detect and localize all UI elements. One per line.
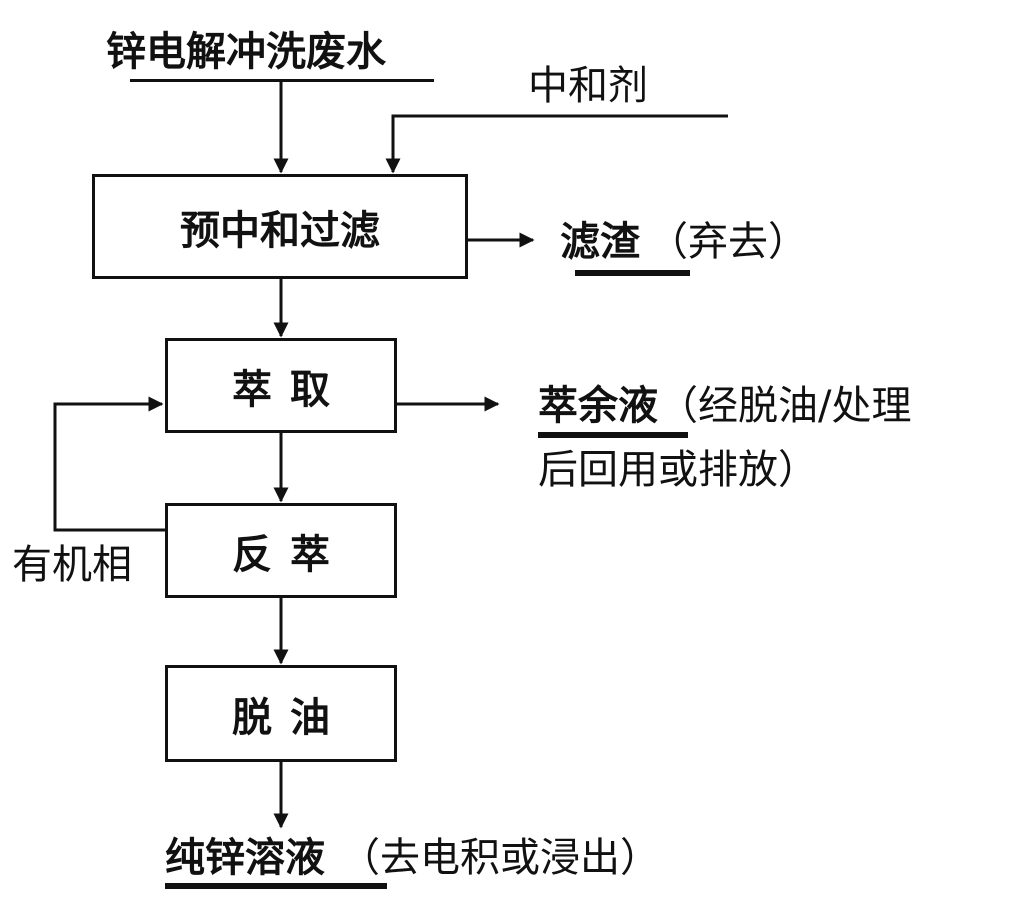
raffinate-note-1: （经脱油/处理 xyxy=(658,383,912,429)
wastewater-underline xyxy=(130,79,434,82)
product-note: （去电积或浸出） xyxy=(340,835,660,881)
raffinate-underline xyxy=(538,432,688,438)
strip-label: 反萃 xyxy=(232,531,348,578)
deoil-box: 脱油 xyxy=(165,665,397,762)
arrow-organic-recycle xyxy=(53,396,165,532)
raffinate-note-2: 后回用或排放） xyxy=(538,447,818,493)
neutralizer-label: 中和剂 xyxy=(528,63,648,109)
product-underline xyxy=(165,883,387,889)
strip-box: 反萃 xyxy=(165,503,397,598)
arrow-neutralizer-to-prefilter xyxy=(385,114,728,174)
raffinate-label: 萃余液 xyxy=(538,383,658,429)
residue-note: （弃去） xyxy=(648,219,808,265)
organic-phase-label: 有机相 xyxy=(12,542,132,588)
prefilter-label: 预中和过滤 xyxy=(180,207,380,254)
residue-label: 滤渣 xyxy=(560,219,640,265)
extraction-label: 萃取 xyxy=(232,366,348,413)
prefilter-box: 预中和过滤 xyxy=(92,174,468,279)
deoil-label: 脱油 xyxy=(232,694,348,741)
extraction-box: 萃取 xyxy=(165,338,397,433)
product-label: 纯锌溶液 xyxy=(165,835,325,881)
residue-underline xyxy=(575,270,690,276)
wastewater-label: 锌电解冲洗废水 xyxy=(106,29,386,75)
